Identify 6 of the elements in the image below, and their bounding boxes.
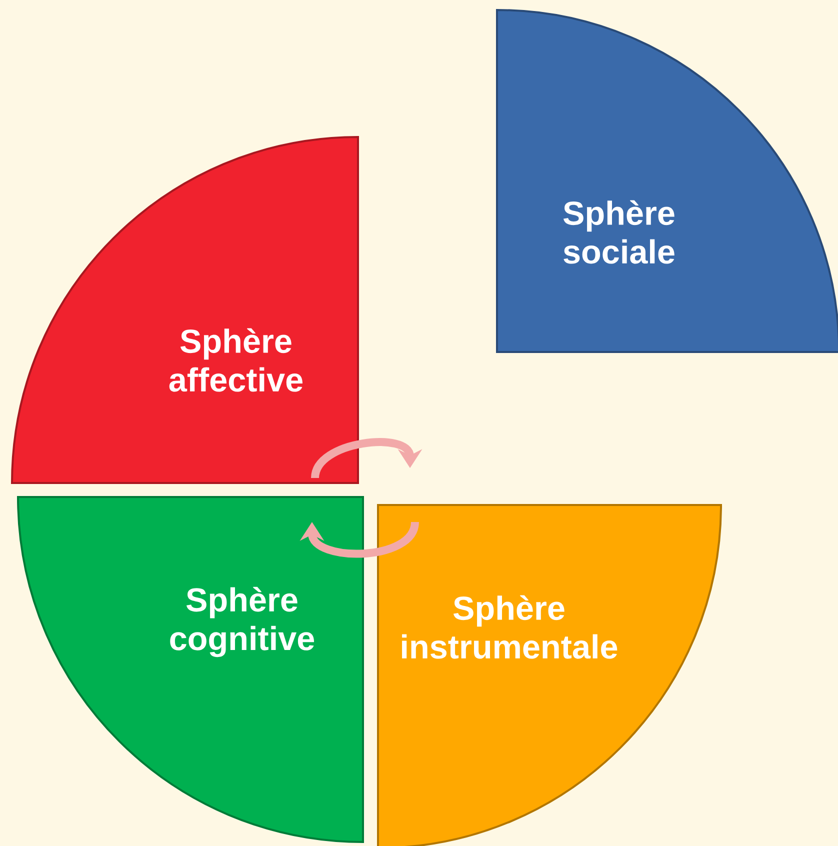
curved-arrow [300,521,419,558]
quadrant-sector: Sphère cognitive [17,496,364,843]
curved-arrow [311,438,422,479]
quadrant-sector: Sphère instrumentale [377,504,722,846]
quadrant-sector: Sphère sociale [496,9,838,353]
quadrant-sector: Sphère affective [11,136,359,484]
